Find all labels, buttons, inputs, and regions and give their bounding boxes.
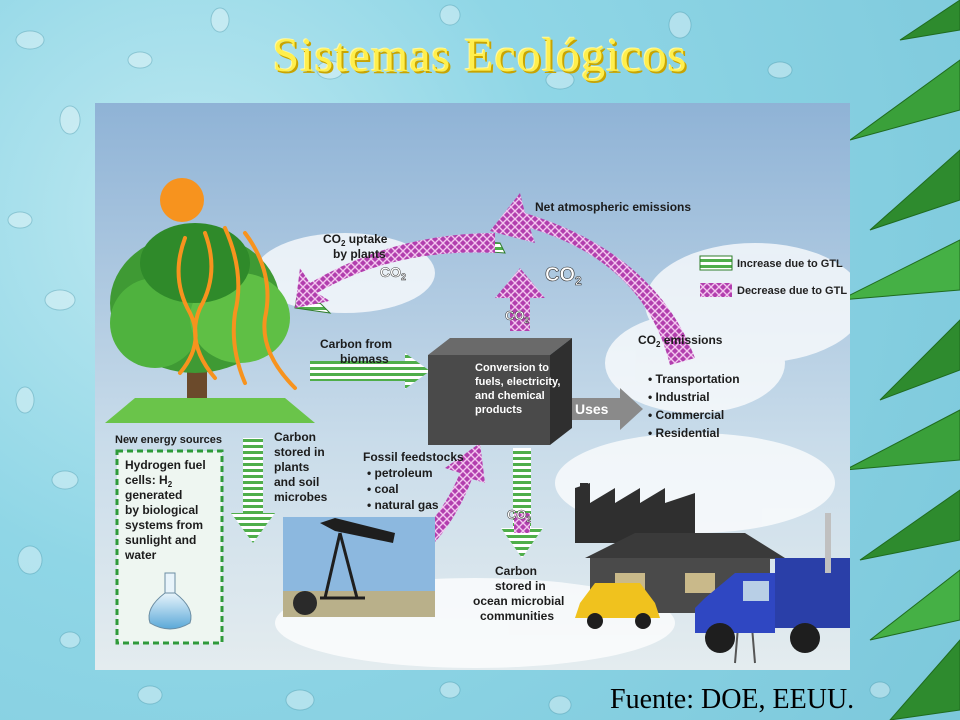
- carbon-stored-plants-arrow: [231, 438, 275, 543]
- fossil-item-coal: • coal: [367, 482, 399, 496]
- co2-up-arrow: [495, 268, 545, 331]
- sun-icon: [160, 178, 204, 222]
- ocean-line-2: stored in: [495, 579, 546, 593]
- source-caption: Fuente: DOE, EEUU.: [610, 684, 855, 715]
- hydrogen-line-6: sunlight and: [125, 533, 196, 547]
- hydrogen-line-1: Hydrogen fuel: [125, 458, 206, 472]
- fossil-item-petroleum: • petroleum: [367, 466, 433, 480]
- conversion-label-2: fuels, electricity,: [475, 376, 560, 388]
- conversion-label-1: Conversion to: [475, 362, 549, 374]
- flask-icon: [148, 572, 192, 630]
- net-emissions-arrow: [490, 193, 695, 365]
- emission-item-industrial: • Industrial: [648, 390, 710, 404]
- bamboo-leaves-decoration: [840, 0, 960, 720]
- emission-item-residential: • Residential: [648, 426, 720, 440]
- conversion-label-3: and chemical: [475, 390, 545, 402]
- car-icon: [575, 583, 660, 629]
- co2-ocean-arrow-label: CO2: [507, 507, 532, 524]
- legend-decrease-label: Decrease due to GTL: [737, 285, 847, 297]
- hydrogen-line-5: systems from: [125, 518, 203, 532]
- carbon-biomass-label: Carbon from: [320, 337, 392, 351]
- fossil-title: Fossil feedstocks: [363, 450, 464, 464]
- ocean-line-4: communities: [480, 609, 554, 623]
- legend: Increase due to GTL Decrease due to GTL: [699, 255, 847, 297]
- carbon-from-biomass-arrow: [310, 353, 430, 389]
- sun-ray-icons: [176, 226, 297, 390]
- co2-uptake-label-line2: by plants: [333, 247, 386, 261]
- co2-up-arrow-label: CO2: [505, 308, 530, 325]
- ocean-purple-arrow: [514, 513, 530, 533]
- hydrogen-line-2: cells: H2: [125, 473, 173, 489]
- carbon-stored-line-3: plants: [274, 460, 310, 474]
- ocean-line-1: Carbon: [495, 564, 537, 578]
- uses-label: Uses: [575, 401, 609, 417]
- ocean-line-3: ocean microbial: [473, 594, 564, 608]
- carbon-stored-line-1: Carbon: [274, 430, 316, 444]
- factory-icon: [575, 483, 695, 543]
- co2-uptake-arrow-label: CO2: [380, 264, 406, 282]
- co2-main-label: CO2: [545, 264, 582, 288]
- carbon-biomass-label-line2: biomass: [340, 352, 389, 366]
- oil-pump-image: [283, 517, 435, 617]
- hydrogen-box: Hydrogen fuel cells: H2 generated by bio…: [115, 449, 224, 645]
- uses-arrow: [567, 388, 643, 430]
- page-title: Sistemas Ecológicos: [272, 29, 688, 82]
- net-emissions-label: Net atmospheric emissions: [535, 200, 691, 214]
- new-energy-label: New energy sources: [115, 434, 222, 446]
- emission-item-transportation: • Transportation: [648, 372, 740, 386]
- hydrogen-line-4: by biological: [125, 503, 198, 517]
- conversion-label-4: products: [475, 404, 522, 416]
- carbon-stored-line-2: stored in: [274, 445, 325, 459]
- hydrogen-line-3: generated: [125, 488, 182, 502]
- fossil-item-natural-gas: • natural gas: [367, 498, 439, 512]
- carbon-cycle-diagram: Increase due to GTL Decrease due to GTL …: [95, 103, 850, 670]
- hydrogen-line-7: water: [124, 548, 157, 562]
- conversion-box: [428, 338, 572, 445]
- carbon-stored-line-4: and soil: [274, 475, 319, 489]
- co2-emissions-label: CO2 emissions: [638, 333, 723, 349]
- co2-uptake-arrow-purple: [295, 233, 495, 308]
- co2-uptake-label: CO2 uptake: [323, 232, 388, 248]
- fossil-feedstocks-arrow: [385, 443, 485, 573]
- truck-icon: [695, 513, 850, 653]
- carbon-stored-line-5: microbes: [274, 490, 328, 504]
- legend-increase-label: Increase due to GTL: [737, 258, 843, 270]
- emission-item-commercial: • Commercial: [648, 408, 724, 422]
- carbon-stored-ocean-arrow: [501, 448, 543, 558]
